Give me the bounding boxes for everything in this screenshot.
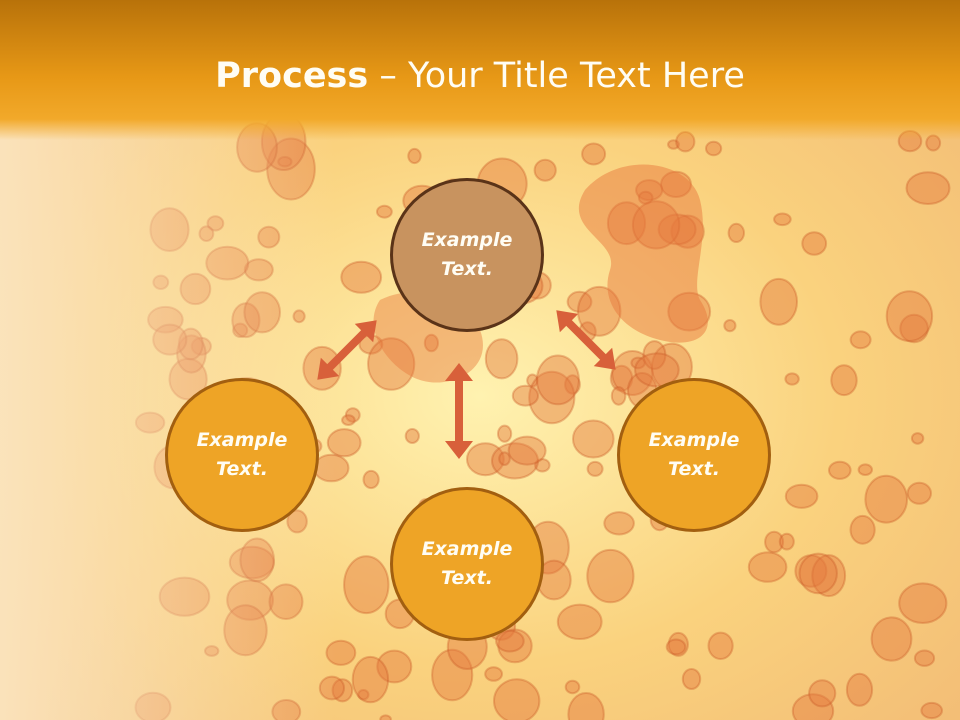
- node-text-line1: Example: [196, 429, 288, 451]
- title-rest: – Your Title Text Here: [368, 56, 745, 96]
- process-node-left[interactable]: Example Text.: [165, 378, 319, 532]
- process-node-right[interactable]: Example Text.: [617, 378, 771, 532]
- node-text-line1: Example: [421, 229, 513, 251]
- node-text-line2: Text.: [441, 567, 493, 589]
- slide-title: Process – Your Title Text Here: [0, 54, 960, 98]
- node-text-line2: Text.: [216, 458, 268, 480]
- node-text-line1: Example: [421, 538, 513, 560]
- title-bar: [0, 0, 960, 140]
- process-node-top[interactable]: Example Text.: [390, 178, 544, 332]
- title-bold: Process: [215, 56, 369, 96]
- node-text-line2: Text.: [441, 258, 493, 280]
- node-text-line2: Text.: [668, 458, 720, 480]
- node-text-line1: Example: [648, 429, 740, 451]
- process-node-bottom[interactable]: Example Text.: [390, 487, 544, 641]
